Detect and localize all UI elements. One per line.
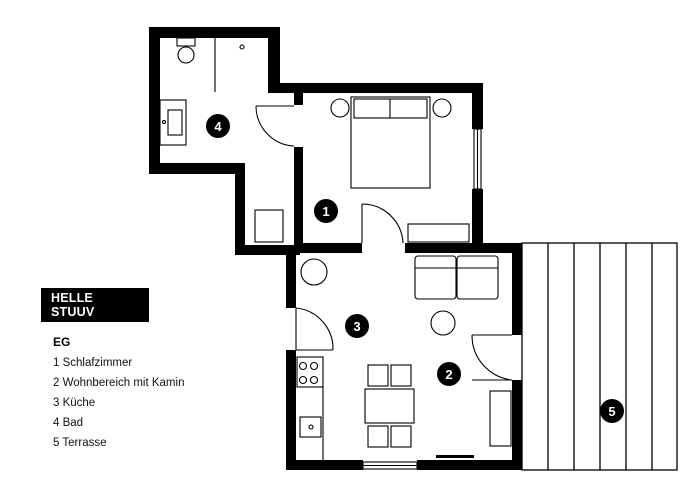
sofa-left bbox=[414, 255, 457, 300]
legend-item: 3 Küche bbox=[53, 397, 96, 409]
sink bbox=[167, 109, 183, 136]
bed bbox=[350, 96, 431, 189]
room-markers: 1 2 3 4 5 bbox=[206, 114, 624, 423]
legend-item: 1 Schlafzimmer bbox=[53, 357, 133, 369]
marker-3: 3 bbox=[345, 314, 369, 338]
svg-text:5: 5 bbox=[608, 404, 615, 419]
chair bbox=[367, 425, 389, 448]
nightstand-lamp bbox=[330, 98, 350, 118]
svg-text:1: 1 bbox=[322, 204, 329, 219]
washing-machine bbox=[254, 209, 284, 243]
legend-title: HELLE STUUV bbox=[41, 288, 149, 322]
marker-2: 2 bbox=[437, 362, 461, 386]
shower-drain bbox=[239, 44, 245, 50]
chair bbox=[390, 364, 412, 387]
terrace bbox=[521, 242, 678, 471]
kitchen-door bbox=[295, 307, 334, 351]
marker-1: 1 bbox=[314, 199, 338, 223]
dresser bbox=[407, 223, 470, 243]
marker-4: 4 bbox=[206, 114, 230, 138]
svg-text:4: 4 bbox=[214, 119, 222, 134]
fireplace bbox=[430, 310, 456, 336]
legend-item: 2 Wohnbereich mit Kamin bbox=[53, 377, 185, 389]
chair bbox=[390, 425, 412, 448]
kitchen-sink bbox=[299, 416, 322, 438]
svg-text:2: 2 bbox=[445, 367, 452, 382]
legend-item: 4 Bad bbox=[53, 417, 84, 429]
sideboard bbox=[489, 390, 512, 447]
legend: HELLE STUUV EG 1 Schlafzimmer 2 Wohnbere… bbox=[41, 288, 184, 449]
legend-item: 5 Terrasse bbox=[53, 437, 107, 449]
floor-label: EG bbox=[53, 335, 71, 349]
fixtures bbox=[159, 37, 513, 470]
stool bbox=[300, 258, 328, 286]
dining-table bbox=[364, 388, 415, 424]
sink-cabinet bbox=[159, 99, 187, 146]
marker-5: 5 bbox=[600, 399, 624, 423]
nightstand-lamp bbox=[432, 98, 452, 118]
chair bbox=[367, 364, 389, 387]
toilet-tank bbox=[176, 37, 196, 47]
sofa-right bbox=[456, 255, 499, 300]
svg-text:3: 3 bbox=[353, 319, 360, 334]
toilet-bowl bbox=[177, 46, 195, 64]
radiator bbox=[436, 455, 474, 458]
stove bbox=[296, 356, 324, 388]
walls bbox=[149, 27, 522, 470]
